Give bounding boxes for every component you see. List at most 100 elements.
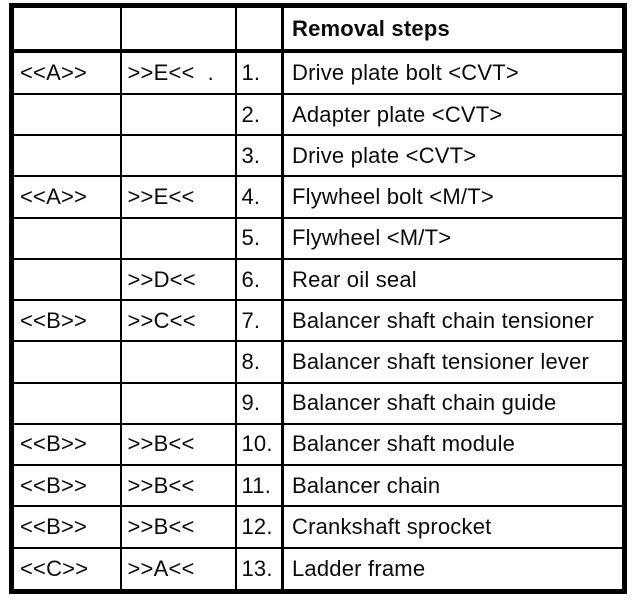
mark1-code: <<C>>	[20, 555, 89, 581]
mark1-cell	[10, 134, 122, 178]
step-description: Flywheel <M/T>	[292, 225, 452, 251]
table-row: <<B>> >>C<< 7. Balancer shaft chain tens…	[10, 299, 626, 343]
step-number-cell: 11.	[234, 464, 284, 508]
mark2-cell: >>D<<	[119, 257, 237, 302]
step-description: Balancer shaft tensioner lever	[292, 349, 590, 374]
step-description: Balancer shaft chain tensioner	[292, 307, 594, 333]
step-description-cell: Rear oil seal	[281, 257, 626, 302]
mark2-cell	[119, 340, 237, 384]
step-number: 13.	[241, 555, 273, 581]
mark1-cell: <<C>>	[10, 546, 122, 593]
step-number-cell: 5.	[234, 216, 284, 260]
table-row: <<B>> >>B<< 11. Balancer chain	[10, 464, 626, 508]
step-number-cell: 13.	[234, 546, 284, 593]
step-number: 3.	[241, 142, 261, 168]
mark1-header-cell	[10, 4, 122, 54]
step-description-cell: Balancer chain	[281, 464, 626, 508]
table-row: 9. Balancer shaft chain guide	[10, 381, 626, 425]
step-description-cell: Flywheel <M/T>	[281, 216, 626, 260]
step-number-cell: 3.	[234, 134, 284, 178]
table-row: <<C>> >>A<< 13. Ladder frame	[10, 546, 626, 593]
step-number-cell: 1.	[234, 50, 284, 95]
step-number: 8.	[241, 349, 261, 374]
step-description: Adapter plate <CVT>	[292, 101, 503, 127]
mark1-cell: <<A>>	[10, 175, 122, 219]
mark2-code: >>D<<	[127, 266, 196, 292]
mark1-cell	[10, 216, 122, 260]
step-number-cell: 6.	[234, 257, 284, 302]
mark2-header-cell	[119, 4, 237, 54]
step-description: Balancer chain	[292, 472, 441, 498]
mark1-cell	[10, 381, 122, 425]
mark2-cell	[119, 134, 237, 178]
mark1-cell: <<B>>	[10, 422, 122, 467]
mark2-code: >>E<<	[127, 184, 195, 210]
step-description-cell: Adapter plate <CVT>	[281, 92, 626, 137]
mark1-cell: <<B>>	[10, 505, 122, 549]
step-description-cell: Balancer shaft chain tensioner	[281, 299, 626, 343]
mark2-code: >>B<<	[127, 431, 195, 457]
step-description: Ladder frame	[292, 555, 426, 581]
step-number-cell: 8.	[234, 340, 284, 384]
table-row: <<A>> >>E<<. 1. Drive plate bolt <CVT>	[10, 50, 626, 95]
mark1-cell	[10, 92, 122, 137]
step-description: Rear oil seal	[292, 266, 417, 292]
mark1-code: <<B>>	[20, 431, 88, 457]
table-header-row: Removal steps	[10, 4, 626, 54]
step-description-cell: Drive plate <CVT>	[281, 134, 626, 178]
step-description: Drive plate <CVT>	[292, 142, 477, 168]
mark2-code: >>C<<	[127, 307, 196, 333]
mark2-cell: >>C<<	[119, 299, 237, 343]
mark2-cell: >>E<<.	[119, 50, 237, 95]
step-description: Balancer shaft module	[292, 431, 516, 457]
step-number: 12.	[241, 513, 273, 539]
mark2-code: >>B<<	[127, 513, 195, 539]
step-description: Crankshaft sprocket	[292, 513, 492, 539]
mark1-cell: <<B>>	[10, 464, 122, 508]
mark2-cell: >>B<<	[119, 464, 237, 508]
table-row: >>D<< 6. Rear oil seal	[10, 257, 626, 302]
step-description-cell: Balancer shaft tensioner lever	[281, 340, 626, 384]
mark2-cell: >>E<<	[119, 175, 237, 219]
stray-dot-artifact: .	[207, 60, 214, 85]
step-number: 11.	[241, 472, 272, 498]
step-number: 4.	[241, 184, 261, 210]
mark2-cell	[119, 381, 237, 425]
mark1-cell	[10, 340, 122, 384]
mark1-code: <<B>>	[20, 513, 88, 539]
mark1-code: <<B>>	[20, 472, 88, 498]
step-description-cell: Balancer shaft chain guide	[281, 381, 626, 425]
mark1-code: <<A>>	[20, 184, 88, 210]
mark2-cell: >>A<<	[119, 546, 237, 593]
step-number-cell: 2.	[234, 92, 284, 137]
step-description: Balancer shaft chain guide	[292, 390, 557, 416]
mark1-code: <<B>>	[20, 307, 88, 333]
mark1-cell	[10, 257, 122, 302]
removal-steps-table: Removal steps <<A>> >>E<<. 1. Drive plat…	[9, 3, 627, 594]
step-description-header-cell: Removal steps	[281, 4, 626, 54]
step-number-cell: 12.	[234, 505, 284, 549]
table-row: <<B>> >>B<< 10. Balancer shaft module	[10, 422, 626, 467]
step-description: Drive plate bolt <CVT>	[292, 60, 519, 85]
mark2-code: >>B<<	[127, 472, 195, 498]
step-number: 1.	[241, 60, 261, 85]
step-description-cell: Balancer shaft module	[281, 422, 626, 467]
step-description-cell: Ladder frame	[281, 546, 626, 593]
step-number: 10.	[241, 431, 273, 457]
step-number: 6.	[241, 266, 261, 292]
mark2-cell: >>B<<	[119, 422, 237, 467]
step-number: 7.	[241, 307, 261, 333]
step-number-cell: 4.	[234, 175, 284, 219]
mark2-cell	[119, 216, 237, 260]
mark2-cell	[119, 92, 237, 137]
step-number-header-cell	[234, 4, 284, 54]
mark2-code: >>A<<	[127, 555, 195, 581]
table-row: <<B>> >>B<< 12. Crankshaft sprocket	[10, 505, 626, 549]
table-row: 8. Balancer shaft tensioner lever	[10, 340, 626, 384]
mark1-cell: <<B>>	[10, 299, 122, 343]
table-row: <<A>> >>E<< 4. Flywheel bolt <M/T>	[10, 175, 626, 219]
mark1-code: <<A>>	[20, 60, 88, 85]
mark1-cell: <<A>>	[10, 50, 122, 95]
table-row: 2. Adapter plate <CVT>	[10, 92, 626, 137]
